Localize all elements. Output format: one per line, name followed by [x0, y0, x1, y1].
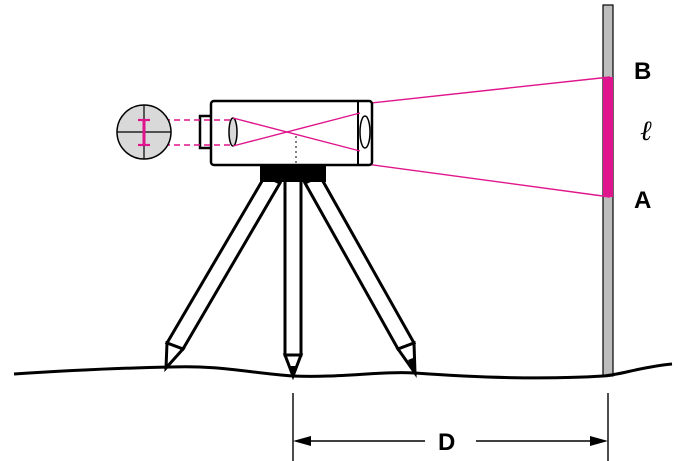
tripod: [164, 166, 417, 381]
label-length: ℓ: [640, 116, 652, 147]
eyepiece-lens: [228, 117, 238, 147]
label-a: A: [634, 187, 651, 214]
telescope: [198, 99, 374, 167]
distance-dimension: [292, 393, 609, 461]
staff-intercept-segment: [603, 77, 613, 197]
tripod-head: [260, 166, 326, 182]
crosshair-reticle-icon: [116, 104, 233, 160]
leveling-staff: [602, 4, 614, 377]
objective-lens: [359, 115, 371, 149]
tripod-leg-right: [302, 174, 417, 378]
label-b: B: [634, 58, 651, 85]
ground-line: [13, 362, 673, 380]
internal-sight-lines: [232, 112, 361, 152]
tripod-leg-left: [164, 174, 283, 373]
label-distance: D: [438, 429, 455, 456]
tripod-leg-center: [282, 178, 304, 381]
